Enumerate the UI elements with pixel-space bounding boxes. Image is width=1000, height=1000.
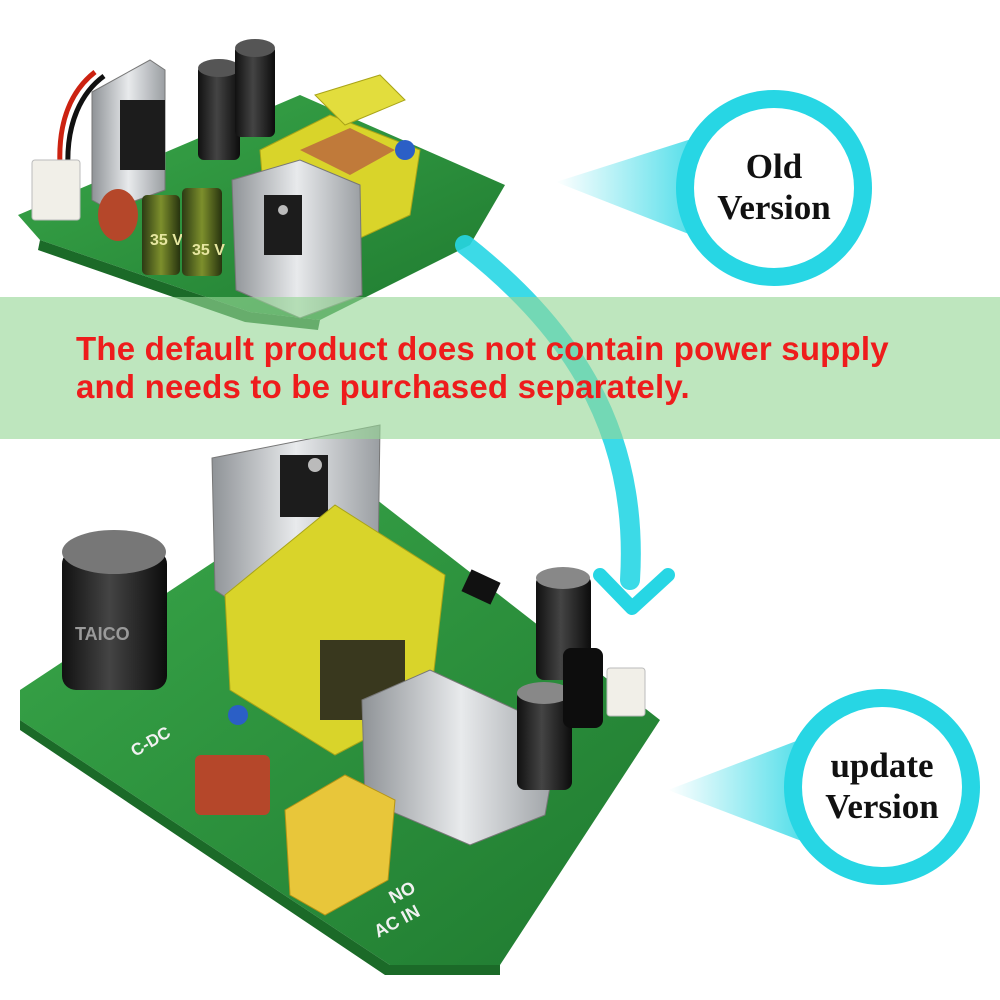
old-capacitor-top-2 (235, 39, 275, 57)
old-mosfet-screw (278, 205, 288, 215)
new-capacitor-right-1-top (536, 567, 590, 589)
notice-banner (0, 297, 1000, 439)
new-smd-diode (461, 569, 501, 605)
old-version-board: 35 V 35 V (18, 39, 505, 330)
old-inductor-coil (98, 189, 138, 241)
old-capacitor-black-1 (198, 65, 240, 160)
new-capacitor-large-top (62, 530, 166, 574)
new-x-capacitor (284, 774, 396, 916)
old-capacitor-black-2 (235, 45, 275, 137)
new-output-connector (606, 667, 646, 717)
old-version-label: Old Version (694, 146, 854, 228)
old-capacitor-top-1 (198, 59, 240, 77)
new-capacitor-right-2 (517, 690, 572, 790)
old-callout-beam (556, 135, 704, 240)
old-blue-capacitor (395, 140, 415, 160)
update-version-label-line-1: update (830, 746, 934, 785)
update-version-label: update Version (802, 745, 962, 827)
notice-line-1: The default product does not contain pow… (76, 330, 889, 367)
new-capacitor-large (62, 550, 167, 690)
new-capacitor-small (563, 648, 603, 728)
old-regulator-chip (120, 100, 165, 170)
old-version-label-line-2: Version (717, 188, 831, 227)
update-version-board: TAICO AC IN C-DC NO (20, 424, 660, 975)
notice-text: The default product does not contain pow… (76, 330, 976, 406)
wire-connector (31, 159, 81, 221)
arrow-head (593, 568, 675, 615)
old-mosfet (264, 195, 302, 255)
old-capacitor-label-1: 35 V (150, 232, 183, 249)
new-capacitor-right-2-top (517, 682, 571, 704)
update-callout-inner (802, 707, 962, 867)
old-version-label-line-1: Old (745, 147, 803, 186)
new-inductor-coil (195, 755, 270, 815)
update-callout-beam (668, 735, 812, 845)
old-capacitor-green-1 (142, 195, 180, 275)
old-transformer-copper (300, 128, 395, 175)
old-callout-inner (694, 108, 854, 268)
old-version-callout (556, 90, 872, 286)
old-yellow-component (314, 74, 406, 126)
update-version-callout (668, 689, 980, 885)
black-wire (65, 73, 106, 169)
new-mosfet-screw (308, 458, 322, 472)
update-version-label-line-2: Version (825, 787, 939, 826)
red-wire (57, 70, 97, 166)
notice-line-2: and needs to be purchased separately. (76, 368, 690, 405)
old-capacitor-green-2 (182, 188, 222, 276)
new-capacitor-label: TAICO (75, 624, 130, 644)
old-capacitor-label-2: 35 V (192, 242, 225, 259)
new-blue-capacitor (228, 705, 248, 725)
